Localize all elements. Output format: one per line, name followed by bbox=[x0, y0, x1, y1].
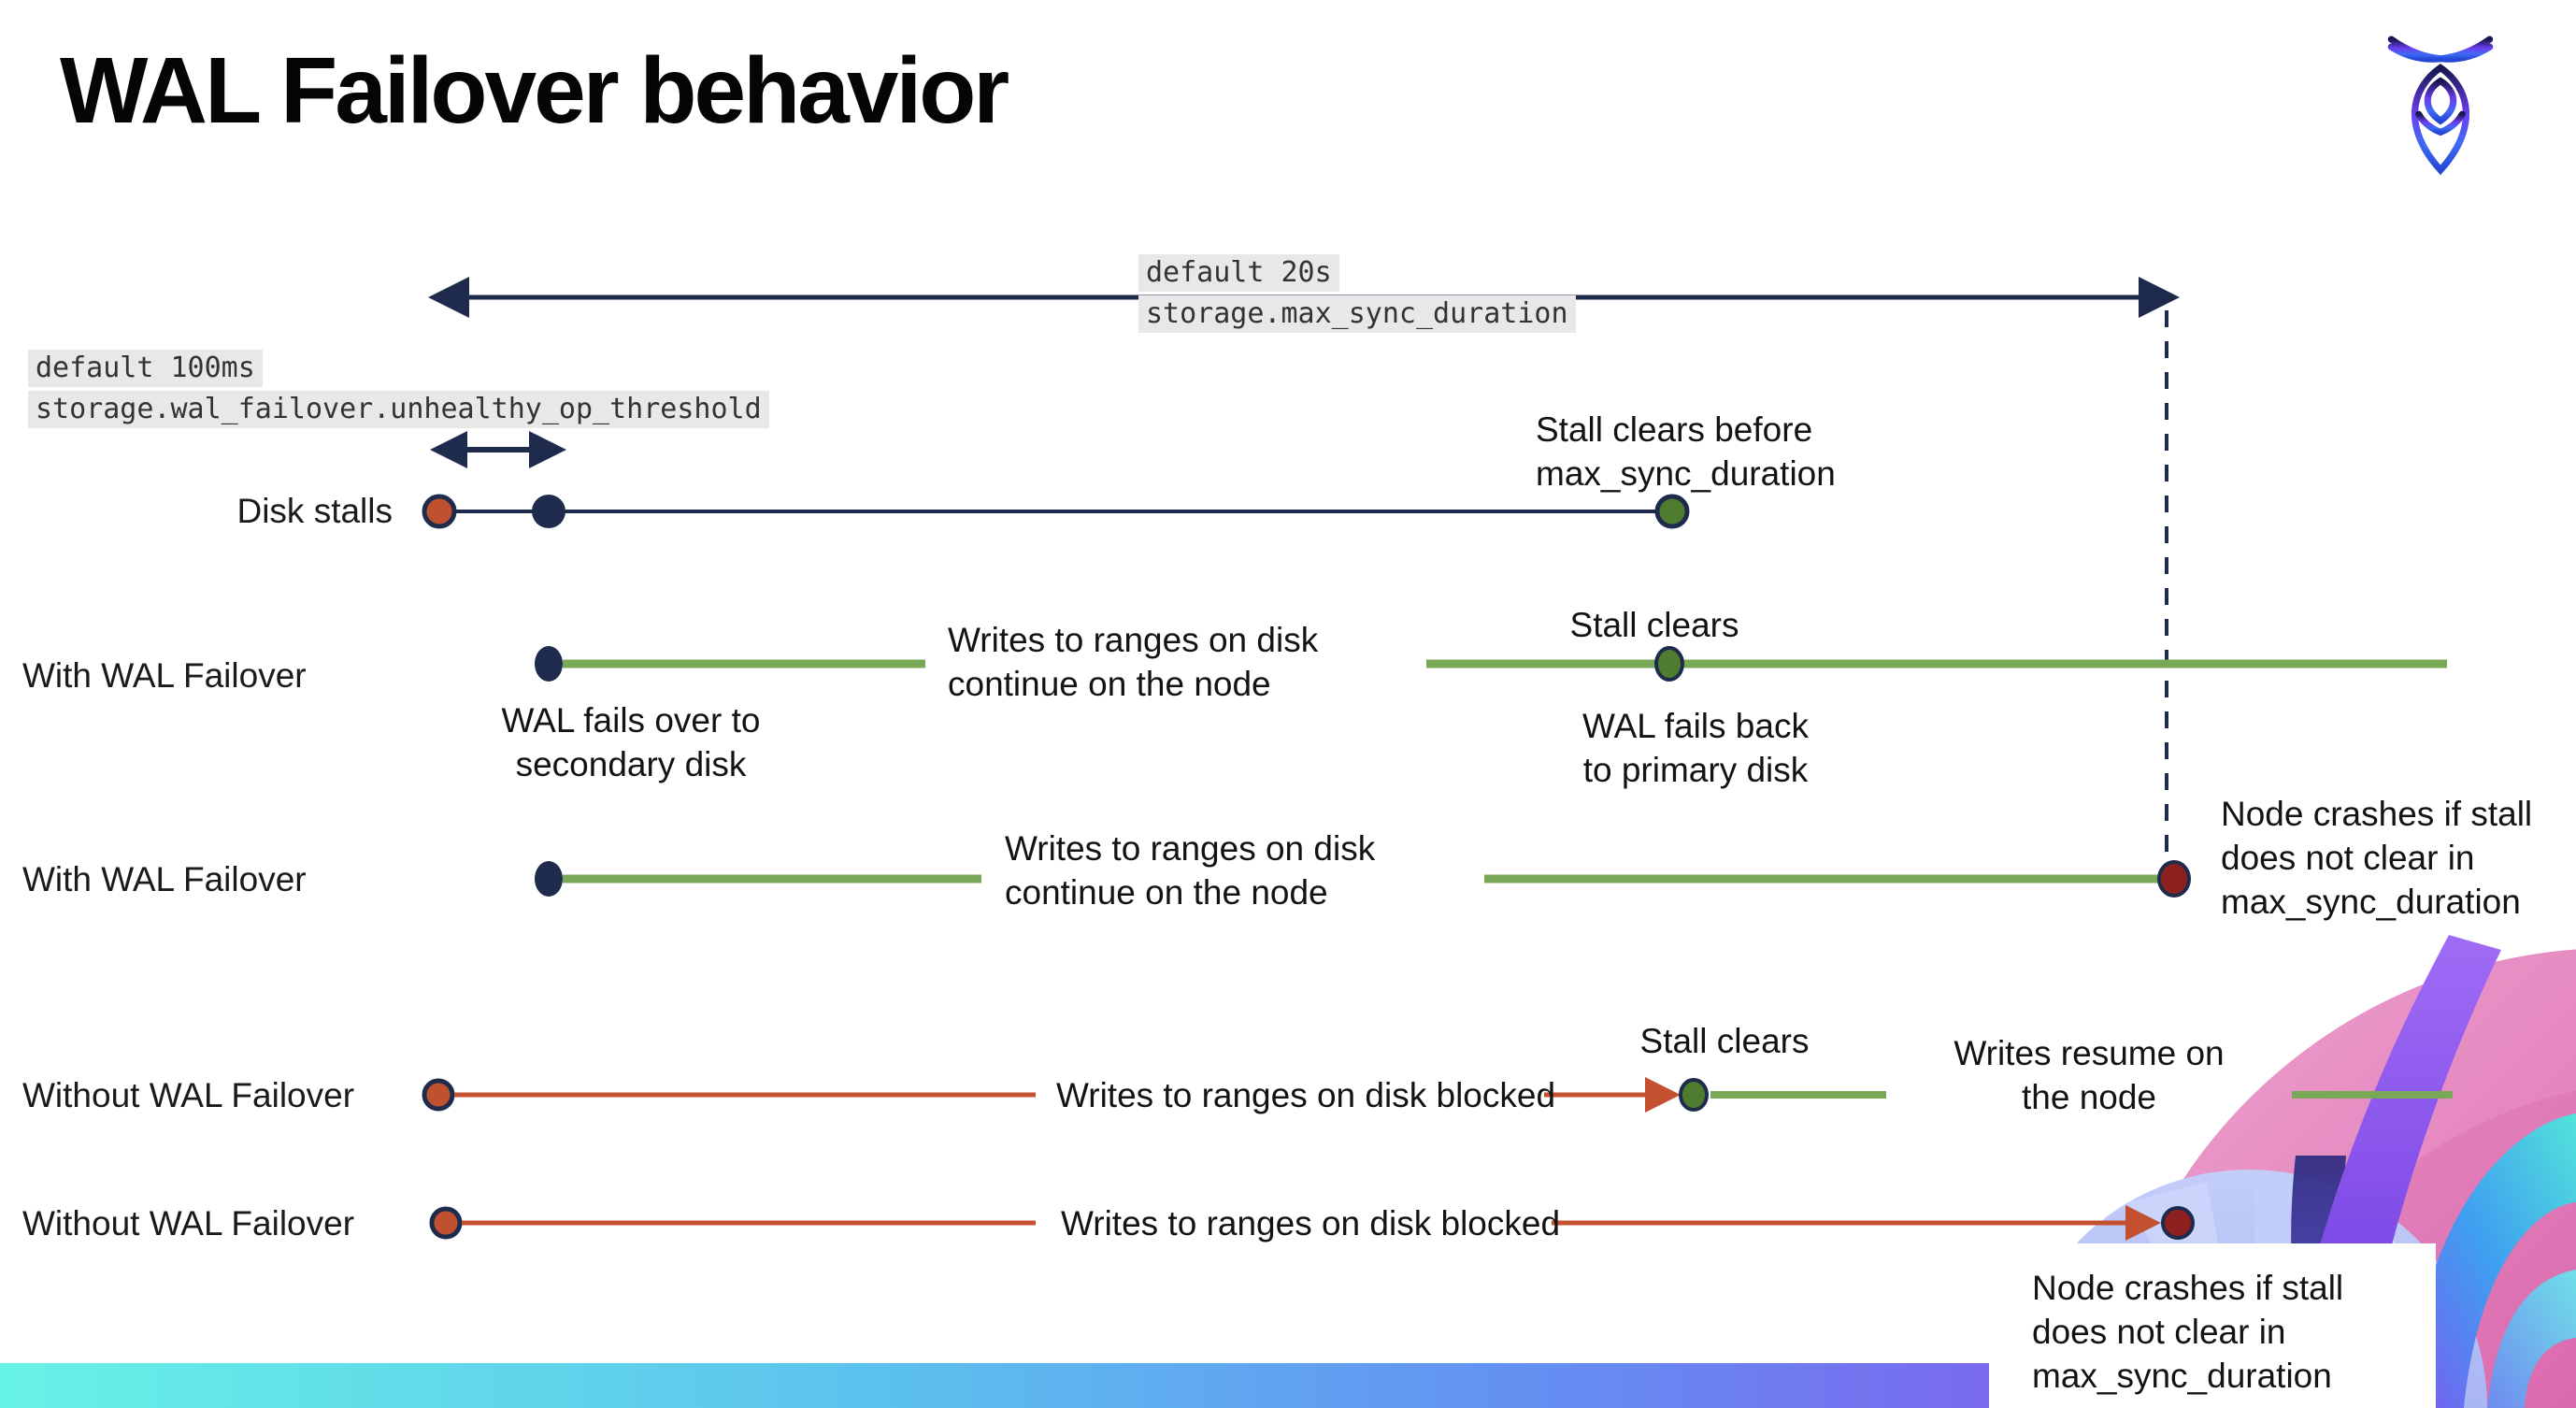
arrowhead bbox=[2125, 1205, 2161, 1241]
arrowhead bbox=[1645, 1077, 1681, 1113]
annotation-writes-continue-1: Writes to ranges on disk continue on the… bbox=[948, 621, 1319, 703]
page-title: WAL Failover behavior bbox=[60, 38, 1009, 143]
failover-trigger-dot bbox=[535, 646, 563, 682]
annotation-wal-fails-over: WAL fails over to secondary disk bbox=[501, 701, 761, 783]
stall-clears-dot bbox=[1654, 494, 1690, 529]
failover-trigger-dot bbox=[535, 861, 563, 897]
annotation-wal-fails-back: WAL fails back to primary disk bbox=[1582, 707, 1809, 789]
max-sync-duration-setting-label: storage.max_sync_duration bbox=[1138, 295, 1576, 333]
row-label-disk-stalls: Disk stalls bbox=[236, 492, 393, 530]
row-label-without-wal-failover-1: Without WAL Failover bbox=[22, 1076, 355, 1114]
unhealthy-op-threshold-span-arrow bbox=[430, 431, 566, 468]
threshold-dot bbox=[532, 495, 565, 528]
unhealthy-op-threshold-setting-label: storage.wal_failover.unhealthy_op_thresh… bbox=[28, 391, 769, 428]
annotation-node-crashes-1: Node crashes if stall does not clear in … bbox=[2221, 795, 2533, 921]
annotation-writes-blocked-2: Writes to ranges on disk blocked bbox=[1061, 1204, 1561, 1243]
stall-clears-dot bbox=[1654, 646, 1684, 682]
annotation-writes-resume: Writes resume on the node bbox=[1953, 1034, 2225, 1116]
annotation-writes-blocked-1: Writes to ranges on disk blocked bbox=[1056, 1076, 1556, 1114]
stall-start-dot bbox=[429, 1206, 463, 1240]
stall-clears-dot bbox=[1679, 1078, 1709, 1112]
with-wal-failover-clears-timeline bbox=[535, 646, 2447, 682]
without-wal-failover-clears-timeline bbox=[422, 1077, 2453, 1113]
unhealthy-op-threshold-label-group: default 100ms storage.wal_failover.unhea… bbox=[28, 350, 769, 428]
row-label-without-wal-failover-2: Without WAL Failover bbox=[22, 1204, 355, 1243]
annotation-writes-continue-2: Writes to ranges on disk continue on the… bbox=[1005, 829, 1376, 912]
max-sync-duration-label-group: default 20s storage.max_sync_duration bbox=[1138, 254, 1576, 333]
node-crash-dot bbox=[2157, 860, 2191, 898]
node-crashes-callout-box: Node crashes if stall does not clear in … bbox=[1989, 1243, 2436, 1408]
disk-stalls-timeline bbox=[422, 494, 1690, 529]
node-crash-dot bbox=[2161, 1206, 2195, 1240]
annotation-node-crashes-2: Node crashes if stall does not clear in … bbox=[2032, 1269, 2344, 1395]
annotation-stall-clears-2: Stall clears bbox=[1639, 1022, 1810, 1060]
stall-start-dot bbox=[422, 1078, 455, 1112]
with-wal-failover-crash-timeline bbox=[535, 860, 2191, 898]
row-label-with-wal-failover-1: With WAL Failover bbox=[22, 656, 307, 695]
annotation-stall-clears-1: Stall clears bbox=[1569, 606, 1739, 644]
max-sync-duration-default-label: default 20s bbox=[1138, 254, 1339, 292]
stall-start-dot bbox=[422, 494, 457, 529]
cockroachdb-logo-icon bbox=[2387, 36, 2494, 176]
without-wal-failover-crash-timeline bbox=[429, 1205, 2195, 1241]
unhealthy-op-threshold-default-label: default 100ms bbox=[28, 350, 263, 387]
annotation-stall-clears-before: Stall clears before max_sync_duration bbox=[1536, 410, 1836, 493]
row-label-with-wal-failover-2: With WAL Failover bbox=[22, 860, 307, 898]
